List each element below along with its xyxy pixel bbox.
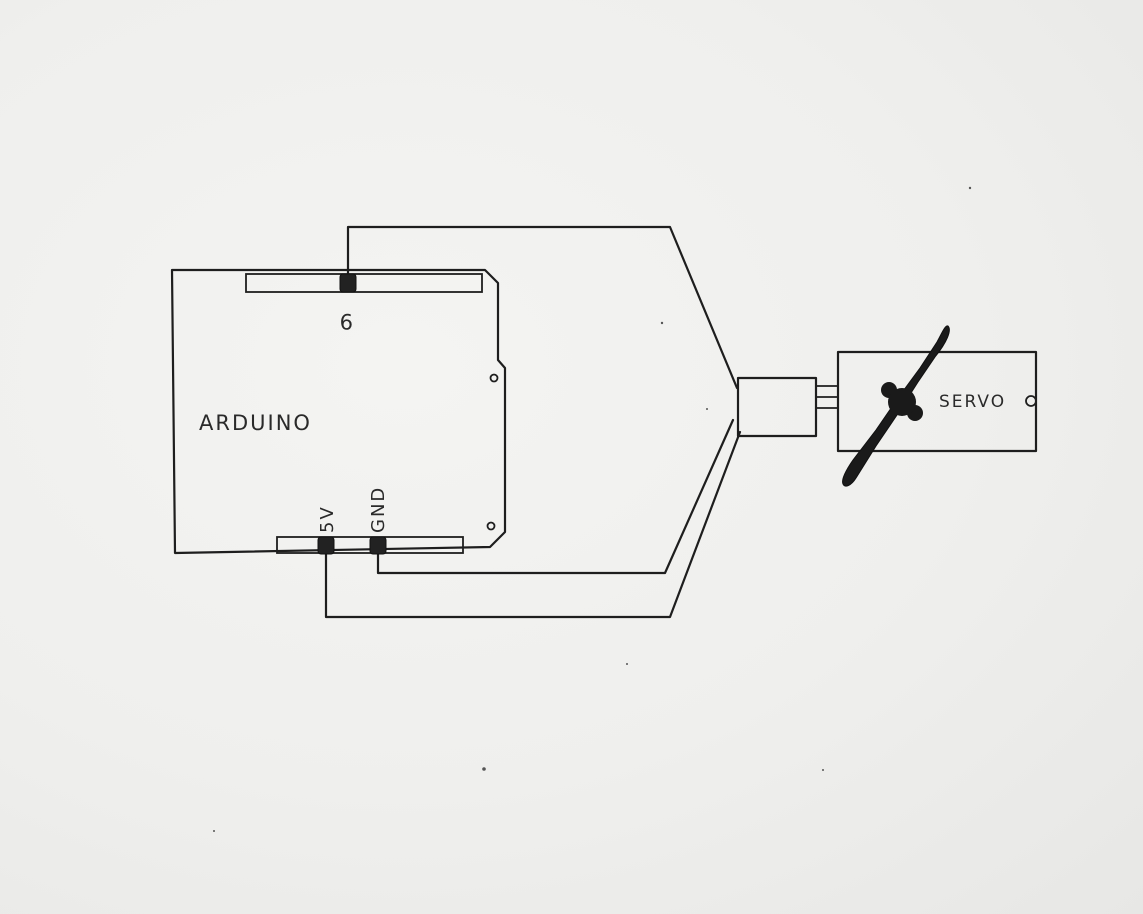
servo-mount-hole — [1025, 395, 1037, 407]
ground-wire — [376, 418, 735, 575]
arduino-board — [170, 268, 507, 555]
arduino-label: ARDUINO — [199, 411, 312, 435]
mounting-hole-top — [489, 373, 499, 383]
signal-wire — [346, 225, 739, 390]
pin-gnd-label: GND — [368, 486, 389, 533]
servo-body — [836, 350, 1038, 453]
pin-9-marker — [339, 273, 357, 293]
mounting-hole-bottom — [486, 521, 496, 531]
servo-connector — [736, 376, 818, 438]
servo-horn-icon — [842, 325, 950, 487]
power-wire — [324, 430, 742, 619]
servo-label: SERVO — [939, 392, 1006, 412]
pin-5v-label: 5V — [317, 505, 338, 533]
paper-specks — [213, 186, 972, 832]
digital-header — [245, 273, 483, 293]
pin-5v-marker — [317, 536, 335, 555]
pin-9-label: 9 — [338, 309, 353, 333]
pin-gnd-marker — [369, 536, 387, 555]
